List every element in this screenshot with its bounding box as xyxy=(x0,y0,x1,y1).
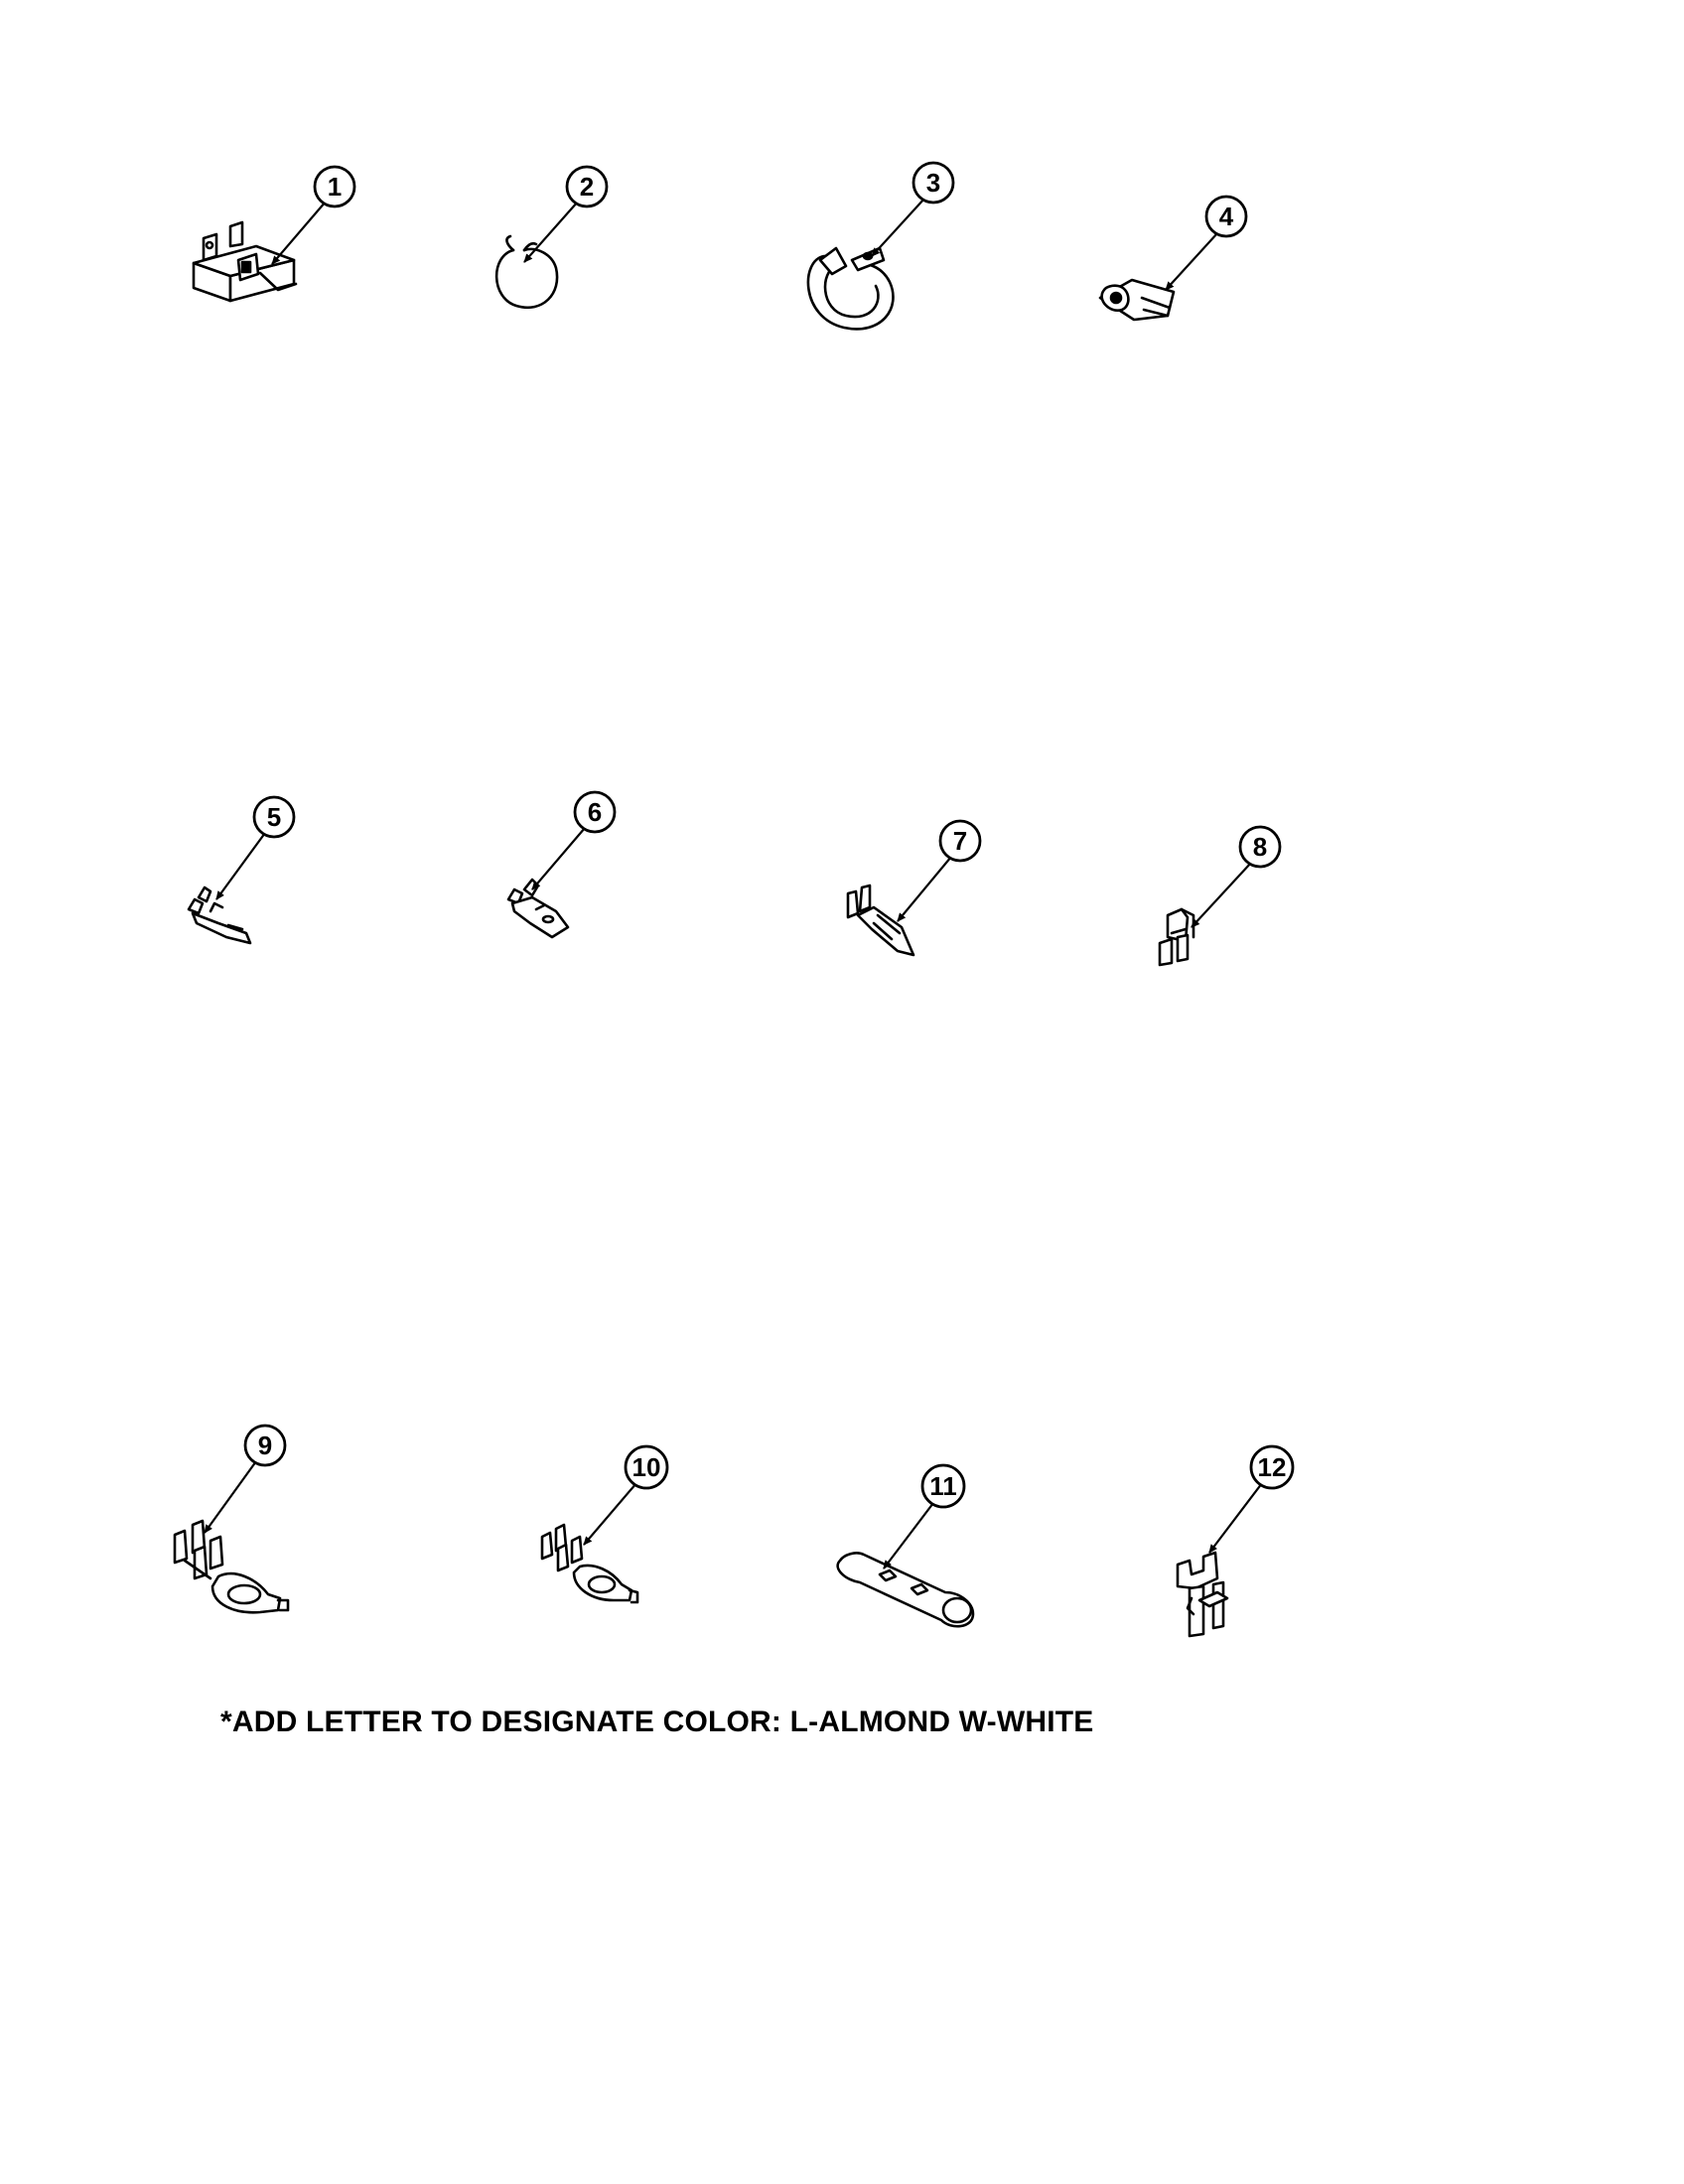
callout-12: 12 xyxy=(1208,1444,1295,1554)
callout-7: 7 xyxy=(897,819,982,922)
part-12-connector xyxy=(1176,1551,1229,1638)
part-8-connector xyxy=(1158,907,1195,967)
callout-label: 5 xyxy=(267,802,281,832)
callout-2: 2 xyxy=(523,165,609,263)
callout-label: 8 xyxy=(1253,832,1267,862)
callout-3: 3 xyxy=(871,161,955,257)
callout-10: 10 xyxy=(583,1444,669,1546)
callout-4: 4 xyxy=(1165,195,1248,291)
callout-6: 6 xyxy=(531,790,617,890)
part-3-cable-clamp xyxy=(806,246,895,331)
callout-11: 11 xyxy=(883,1463,966,1570)
part-10-ring-terminal xyxy=(540,1523,639,1604)
callout-5: 5 xyxy=(215,795,296,900)
callout-label: 10 xyxy=(632,1452,661,1482)
callout-label: 12 xyxy=(1258,1452,1287,1482)
callout-label: 2 xyxy=(580,172,594,202)
callout-label: 4 xyxy=(1219,202,1234,231)
callout-label: 11 xyxy=(929,1471,957,1501)
part-6-terminal xyxy=(506,878,570,939)
callout-1: 1 xyxy=(271,165,356,265)
part-4-wire-clip xyxy=(1098,278,1176,322)
part-7-terminal xyxy=(846,884,915,957)
part-11-insulator-sleeve xyxy=(836,1552,975,1628)
callout-label: 1 xyxy=(328,172,342,202)
callout-label: 9 xyxy=(258,1431,272,1460)
part-5-terminal xyxy=(187,886,252,945)
part-1-bracket xyxy=(192,220,298,303)
part-9-ring-terminal xyxy=(173,1519,290,1614)
callout-8: 8 xyxy=(1191,825,1282,928)
callout-label: 3 xyxy=(926,168,940,198)
color-footnote: *ADD LETTER TO DESIGNATE COLOR: L-ALMOND… xyxy=(220,1706,1094,1738)
callout-label: 6 xyxy=(588,797,602,827)
callout-9: 9 xyxy=(204,1424,287,1534)
part-2-ring-clip xyxy=(494,234,559,309)
callout-label: 7 xyxy=(953,826,967,856)
